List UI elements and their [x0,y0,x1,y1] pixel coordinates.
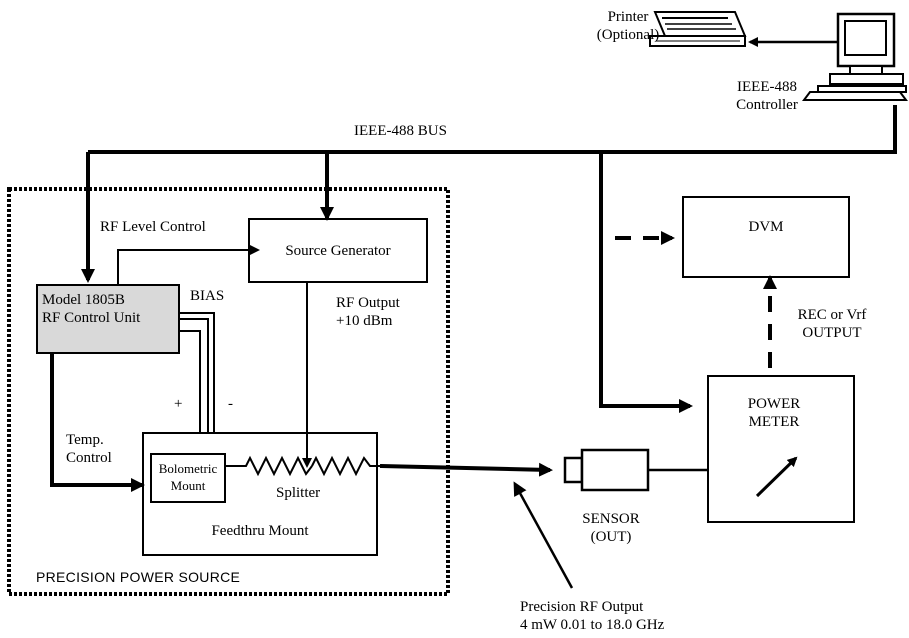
rf-control-unit-box [36,284,180,354]
bias-line-plus [180,330,201,432]
temp-control-label: Temp.Control [66,432,112,466]
computer-icon [802,12,908,101]
printer-icon [649,11,747,47]
bias-line-inner [180,318,209,432]
bias-line-outer [180,312,215,432]
ieee-488-bus-line [88,105,897,154]
splitter-resistor-right [311,455,380,477]
source-generator-label: Source Generator [285,243,391,259]
sensor-label: SENSOR(OUT) [582,511,640,545]
precision-power-source-label: PRECISION POWER SOURCE [36,569,241,585]
meter-needle-icon [755,456,798,498]
minus-label: - [228,396,233,412]
bus-to-power-meter-arrow [599,152,693,413]
splitter-label: Splitter [276,485,321,501]
power-meter-box [707,375,855,523]
sensor-body [580,448,650,492]
feedthru-mount-box [142,432,378,556]
printer-label: Printer(Optional) [596,9,660,43]
ieee-488-bus-label: IEEE-488 BUS [354,123,447,139]
rf-output-label: RF Output+10 dBm [336,295,400,329]
precision-rf-output-pointer [513,481,574,589]
bolometric-mount-box [150,453,226,503]
plus-label: + [174,396,183,412]
dvm-box [682,196,850,278]
temp-control-arrow [50,353,145,492]
feedthru-mount-label: Feedthru Mount [211,523,309,539]
output-to-sensor-arrow [379,462,553,477]
bias-label: BIAS [190,288,225,304]
source-generator-box [248,218,428,283]
rf-level-control-arrow [117,245,260,284]
sensor-connector [563,456,584,484]
splitter-resistor-left [226,455,313,477]
rf-level-control-label: RF Level Control [100,219,206,235]
precision-power-source-enclosure [7,187,450,596]
dvm-label: DVM [748,219,784,235]
